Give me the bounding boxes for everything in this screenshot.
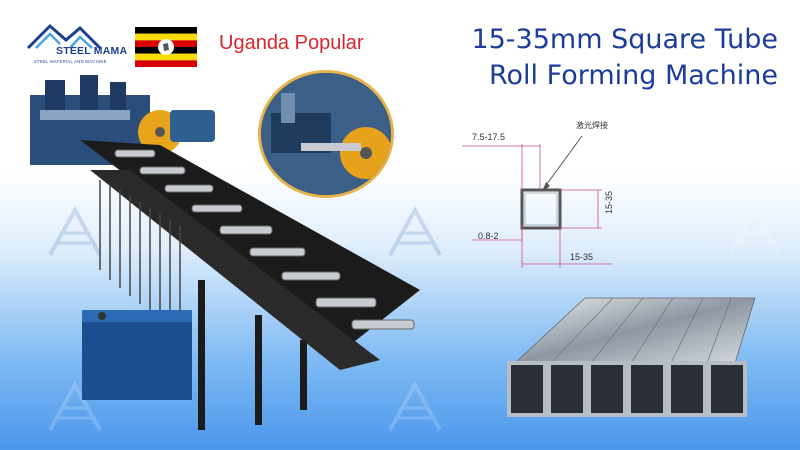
brand-name: STEEL MAMA: [56, 45, 128, 57]
watermark-logo-icon: [380, 370, 450, 440]
wall-width-label: 7.5-17.5: [472, 132, 505, 142]
brand-logo: STEEL MAMA STEEL MATERIAL AND MACHINE: [22, 20, 128, 70]
watermark-logo-icon: [40, 370, 110, 440]
tube-dimension-diagram: 7.5-17.5 激光焊接 15-35 0.8-2 15-35: [462, 120, 614, 268]
market-label: Uganda Popular: [219, 32, 364, 54]
title-line-1: 15-35mm Square Tube: [471, 24, 778, 55]
title-line-2: Roll Forming Machine: [488, 60, 778, 91]
machine-detail-inset: [258, 70, 394, 198]
square-tubes-image: [507, 297, 756, 417]
saw-detail-image: [261, 73, 391, 195]
roll-forming-machine-image: [30, 75, 420, 430]
thickness-label: 0.8-2: [478, 231, 499, 241]
watermark-logo-icon: [40, 195, 110, 265]
steel-mama-logo-icon: [26, 23, 102, 50]
watermark-logo-icon: [380, 195, 450, 265]
width-label: 15-35: [570, 252, 593, 262]
uganda-flag-icon: [135, 27, 197, 67]
weld-note: 激光焊接: [576, 120, 608, 130]
height-label: 15-35: [604, 191, 614, 214]
brand-tagline: STEEL MATERIAL AND MACHINE: [34, 59, 107, 64]
page-title: 15-35mm Square Tube Roll Forming Machine: [471, 22, 778, 94]
watermark-logo-icon: [720, 195, 790, 265]
